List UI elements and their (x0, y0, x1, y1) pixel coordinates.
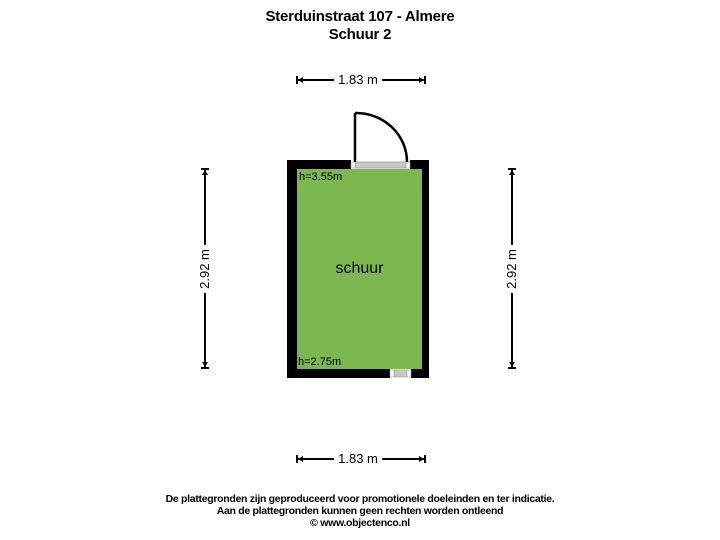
ceiling-height-low: h=2.75m (298, 356, 342, 368)
dimension-label-left: 2.92 m (196, 245, 214, 293)
disclaimer-line-2: Aan de plattegronden kunnen geen rechten… (216, 505, 504, 517)
dimension-label-top: 1.83 m (334, 71, 382, 89)
window-bottom (389, 369, 412, 378)
room-floor-schuur (297, 169, 422, 369)
plan-address-title: Sterduinstraat 107 - Almere (265, 8, 455, 25)
room-label-schuur: schuur (335, 260, 384, 277)
door-opening (350, 160, 411, 169)
disclaimer-line-1: De plattegronden zijn geproduceerd voor … (165, 493, 555, 505)
door-swing-icon (353, 111, 409, 163)
floor-name-title: Schuur 2 (328, 26, 392, 43)
dimension-label-bottom: 1.83 m (334, 450, 382, 468)
ceiling-height-high: h=3.55m (299, 171, 343, 183)
copyright-notice: © www.objectenco.nl (310, 517, 410, 529)
dimension-label-right: 2.92 m (503, 245, 521, 293)
